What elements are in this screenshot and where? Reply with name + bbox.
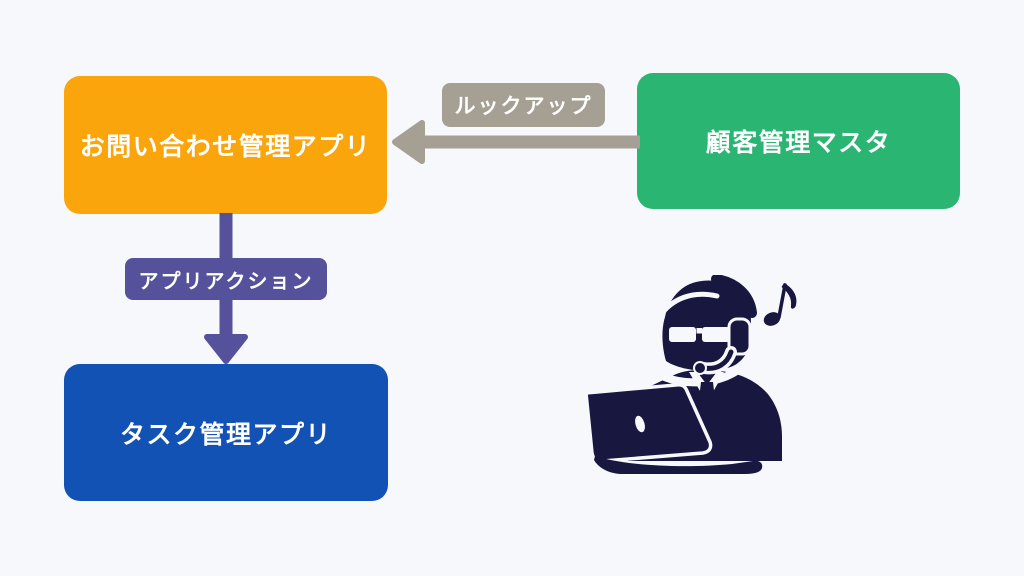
app-action-label: アプリアクション (125, 258, 327, 300)
lookup-label: ルックアップ (442, 83, 605, 127)
headset-icon (693, 275, 757, 375)
call-center-operator-icon (584, 275, 797, 474)
glasses-icon (669, 327, 730, 342)
node-inquiry-app-label: お問い合わせ管理アプリ (79, 133, 372, 161)
lookup-arrow (392, 120, 640, 164)
operator-hair-parting (657, 291, 720, 319)
music-note-icon (763, 283, 797, 326)
node-inquiry-app: お問い合わせ管理アプリ (64, 76, 387, 214)
lookup-arrow-shaft (418, 135, 640, 149)
app-action-arrowhead (204, 334, 248, 364)
lookup-label-text: ルックアップ (454, 95, 593, 118)
operator-tie (697, 382, 717, 423)
node-customer-master: 顧客管理マスタ (637, 73, 960, 209)
app-action-label-text: アプリアクション (138, 270, 314, 293)
node-task-app: タスク管理アプリ (64, 364, 388, 501)
laptop-icon (584, 383, 763, 474)
node-customer-master-label: 顧客管理マスタ (705, 129, 892, 157)
operator-tie-knot (698, 373, 716, 385)
operator-silhouette (584, 275, 797, 474)
lookup-arrowhead (392, 120, 425, 164)
node-task-app-label: タスク管理アプリ (119, 420, 332, 449)
